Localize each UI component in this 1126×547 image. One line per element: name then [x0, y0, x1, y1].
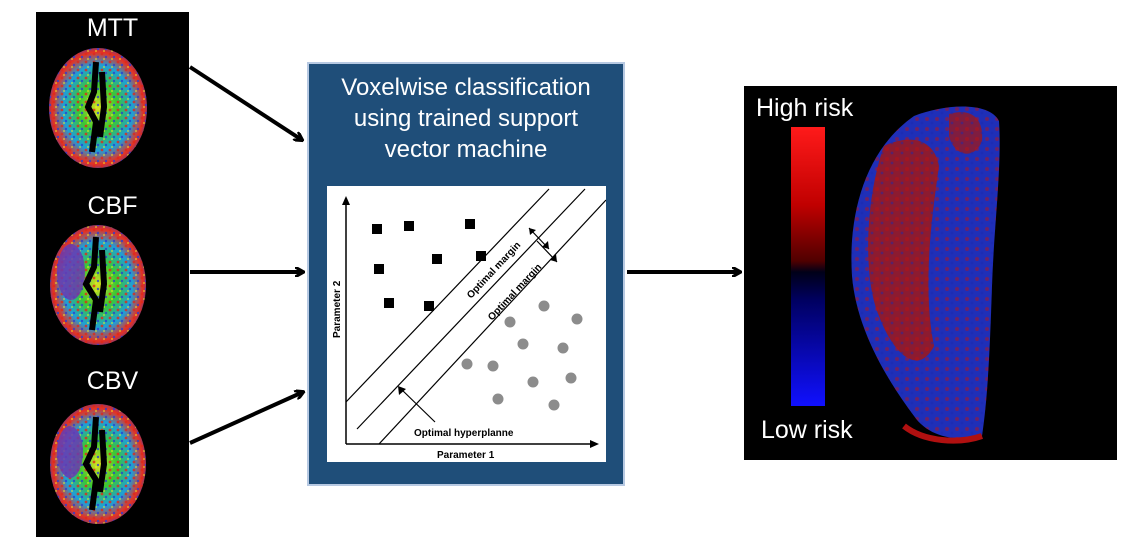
perfusion-maps-panel: MTT CBF CBV: [36, 12, 189, 537]
hyperplane-label: Optimal hyperplanne: [414, 428, 514, 439]
risk-map-image: [851, 106, 1000, 444]
svm-box: Voxelwise classification using trained s…: [307, 62, 625, 486]
class-circle: [461, 358, 473, 370]
hyperplane-arrow: [398, 386, 436, 423]
y-axis-arrow: [342, 196, 350, 205]
svm-title-line: Voxelwise classification: [341, 74, 591, 101]
svm-plot: Optimal margin Optimal margin Optimal hy…: [332, 188, 607, 461]
class-square: [404, 221, 414, 231]
mtt-label: MTT: [86, 14, 139, 42]
class-squares: [372, 219, 486, 311]
svm-title: Voxelwise classification using trained s…: [309, 72, 623, 165]
class-circle: [492, 393, 504, 405]
cbv-arrow: [189, 392, 303, 445]
y-axis-label: Parameter 2: [332, 280, 343, 338]
mtt-arrow: [188, 65, 302, 140]
class-square: [372, 224, 382, 234]
class-square: [374, 264, 384, 274]
low-risk-label: Low risk: [761, 416, 853, 444]
class-circle: [548, 399, 560, 411]
cbf-brain-image: [50, 225, 146, 345]
cbv-brain-image: [50, 404, 146, 524]
margin-arrow-2: [536, 240, 558, 263]
class-circle: [538, 300, 550, 312]
svm-plot-area: Optimal margin Optimal margin Optimal hy…: [327, 186, 607, 462]
class-square: [432, 254, 442, 264]
class-circle: [517, 338, 529, 350]
class-circle: [504, 316, 516, 328]
high-risk-label: High risk: [756, 94, 854, 122]
risk-edge: [902, 423, 983, 444]
risk-map-panel: High risk Low risk: [744, 86, 1117, 460]
class-circle: [565, 372, 577, 384]
class-square: [384, 298, 394, 308]
class-square: [424, 301, 434, 311]
hyperplane-line: [356, 188, 586, 430]
margin-arrow-1: [528, 227, 550, 250]
svm-title-line: using trained support: [353, 105, 579, 132]
brain-images: [49, 48, 147, 524]
risk-colorbar: [791, 127, 825, 406]
class-circle: [487, 360, 499, 372]
x-axis-label: Parameter 1: [437, 450, 495, 461]
class-circle: [527, 376, 539, 388]
class-circles: [461, 300, 583, 411]
mtt-brain-image: [49, 48, 147, 168]
class-circle: [571, 313, 583, 325]
cbv-label: CBV: [86, 367, 139, 395]
x-axis-arrow: [590, 440, 599, 448]
margin-line-upper: [345, 188, 550, 403]
class-circle: [557, 342, 569, 354]
class-square: [465, 219, 475, 229]
cbf-label: CBF: [87, 192, 138, 220]
class-square: [476, 251, 486, 261]
svm-title-line: vector machine: [384, 136, 548, 163]
margin-line-lower: [378, 199, 607, 445]
